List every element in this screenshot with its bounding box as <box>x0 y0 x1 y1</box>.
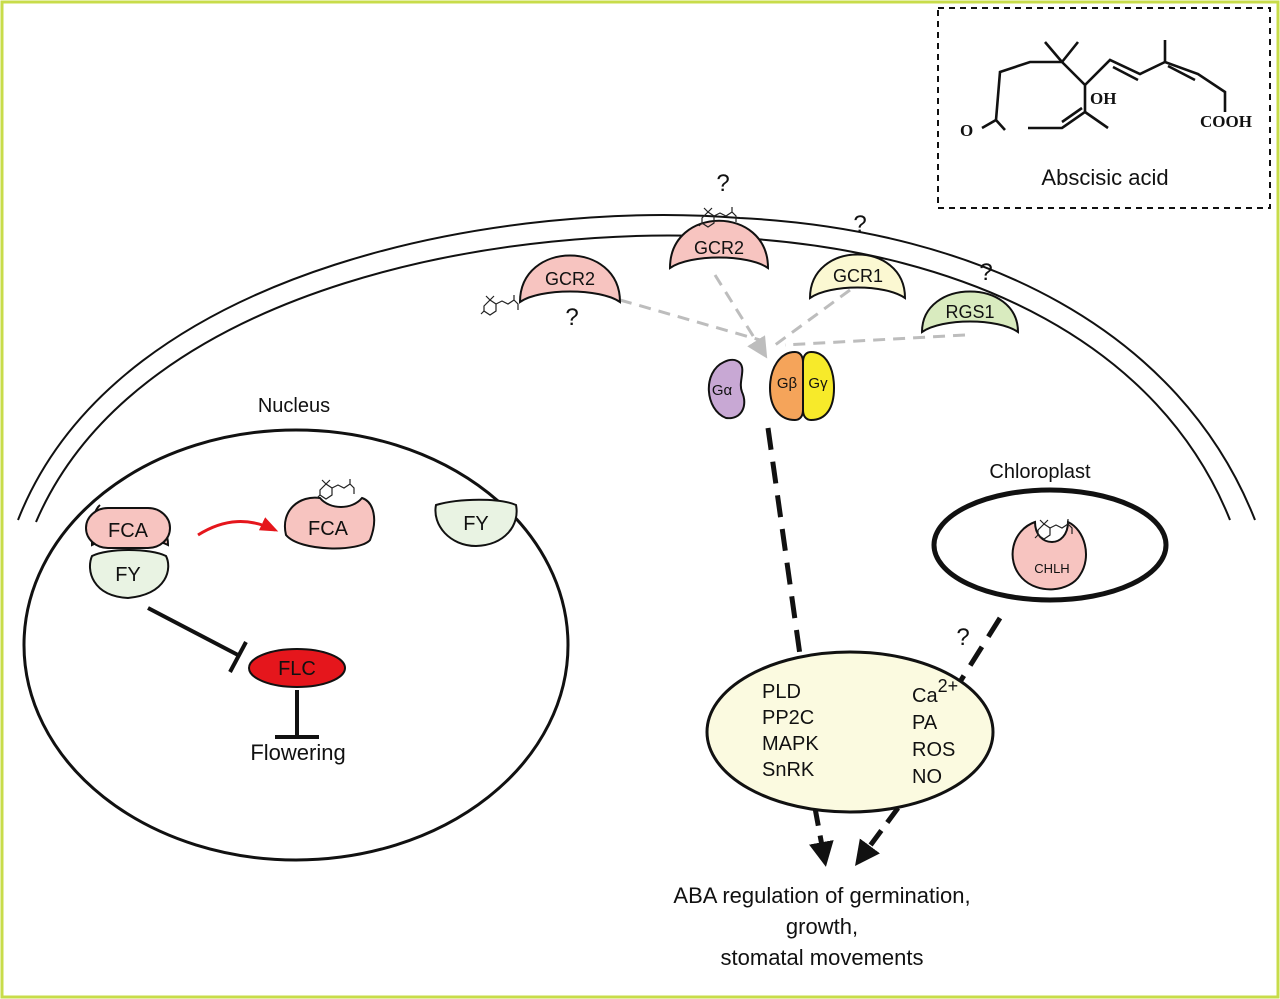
chloroplast-to-effectors-arrow <box>955 616 1003 687</box>
effector-ca-sup: 2+ <box>938 676 959 696</box>
aba-box-border <box>937 7 1271 209</box>
fy-free-label: FY <box>463 513 489 535</box>
fca-bound-shape <box>283 496 376 550</box>
g-beta-subunit <box>768 350 804 422</box>
chloroplast-envelope <box>931 487 1169 603</box>
nucleus-envelope <box>22 428 570 862</box>
aba-oh-label: OH <box>1090 89 1116 108</box>
outcome-line-1: ABA regulation of germination, <box>673 883 970 908</box>
outcome-text: ABA regulation of germination, growth, s… <box>673 883 970 970</box>
aba-o-label: O <box>960 121 973 140</box>
g-alpha-label: Gα <box>712 382 733 399</box>
gcr2-top-question: ? <box>716 170 729 197</box>
fy-complex-body <box>88 549 170 600</box>
effector-pa: PA <box>912 712 938 734</box>
effector-pld: PLD <box>762 681 801 703</box>
gcr1-label: GCR1 <box>833 266 883 286</box>
g-gamma-label: Gγ <box>808 375 828 392</box>
fy-complex-label: FY <box>115 564 141 586</box>
rgs1-question: ? <box>979 259 992 286</box>
fy-inhibits-flc-bar <box>228 641 248 673</box>
effector-ros: ROS <box>912 739 955 761</box>
receptor-gcr1: GCR1 ? <box>808 211 907 300</box>
g-alpha-subunit <box>707 358 746 420</box>
receptor-rgs1: RGS1 ? <box>920 259 1020 334</box>
effectors-box: PLD PP2C MAPK SnRK Ca2+ PA ROS NO <box>705 650 995 814</box>
fca-bound-label: FCA <box>308 518 349 540</box>
g-beta-label: Gβ <box>777 375 798 392</box>
outcome-arrows <box>809 806 901 867</box>
effectors-to-outcome-arrow-right <box>855 806 901 867</box>
effector-mapk: MAPK <box>762 733 819 755</box>
outcome-line-3: stomatal movements <box>721 945 924 970</box>
arrow-gcr2-top <box>713 274 768 359</box>
effector-pp2c: PP2C <box>762 707 814 729</box>
fy-free-shape <box>434 498 518 548</box>
g-protein-complex: Gα Gβ Gγ <box>707 350 836 422</box>
aba-caption: Abscisic acid <box>1041 165 1168 190</box>
chloroplast: Chloroplast CHLH ? <box>931 461 1169 651</box>
outcome-line-2: growth, <box>786 914 858 939</box>
effector-no: NO <box>912 766 942 788</box>
fca-binding-arrow <box>197 517 279 537</box>
gcr2-top-label: GCR2 <box>694 238 744 258</box>
arrow-gcr2-left <box>619 298 761 342</box>
flc-shape <box>248 648 346 688</box>
rgs1-label: RGS1 <box>945 302 994 322</box>
fca-complex-body <box>85 507 171 549</box>
fy-inhibits-flc-line <box>147 606 239 657</box>
aba-cooh-label: COOH <box>1200 112 1252 131</box>
effectors-ellipse <box>705 650 995 814</box>
gcr2-left-aba-glyph <box>480 294 519 316</box>
effector-ca-base: Ca <box>912 685 938 707</box>
chloroplast-question: ? <box>956 624 969 651</box>
effector-ca: Ca2+ <box>912 676 958 707</box>
fca-complex-label: FCA <box>108 520 149 542</box>
receptor-gcr2-top: GCR2 ? <box>668 170 770 270</box>
arrow-rgs1 <box>784 333 966 347</box>
receptor-to-g-protein-arrows <box>619 274 966 359</box>
fca-bound-aba-glyph <box>316 478 355 500</box>
aba-structure-box: OH O COOH Abscisic acid <box>937 7 1271 209</box>
gcr1-question: ? <box>853 211 866 238</box>
g-protein-to-effectors-arrow <box>765 427 803 656</box>
signaling-arrows <box>765 427 1003 687</box>
effectors-to-outcome-arrow-left <box>809 807 834 867</box>
g-gamma-subunit <box>802 350 836 422</box>
nucleus-label: Nucleus <box>258 395 330 417</box>
membrane-outer-line <box>17 214 1256 521</box>
flc-label: FLC <box>278 658 316 680</box>
chloroplast-label: Chloroplast <box>989 461 1091 483</box>
gcr2-left-question: ? <box>565 304 578 331</box>
aba-structure-drawing <box>981 40 1227 131</box>
effector-snrk: SnRK <box>762 759 815 781</box>
arrow-gcr1 <box>774 288 851 347</box>
receptor-gcr2-left: GCR2 ? <box>480 254 622 331</box>
gcr2-left-label: GCR2 <box>545 269 595 289</box>
chlh-shape <box>1011 520 1087 591</box>
chlh-label: CHLH <box>1034 561 1069 576</box>
nucleus: Nucleus FCA FY FCA FY FLC Flowering <box>22 395 570 862</box>
flowering-label: Flowering <box>250 740 345 765</box>
